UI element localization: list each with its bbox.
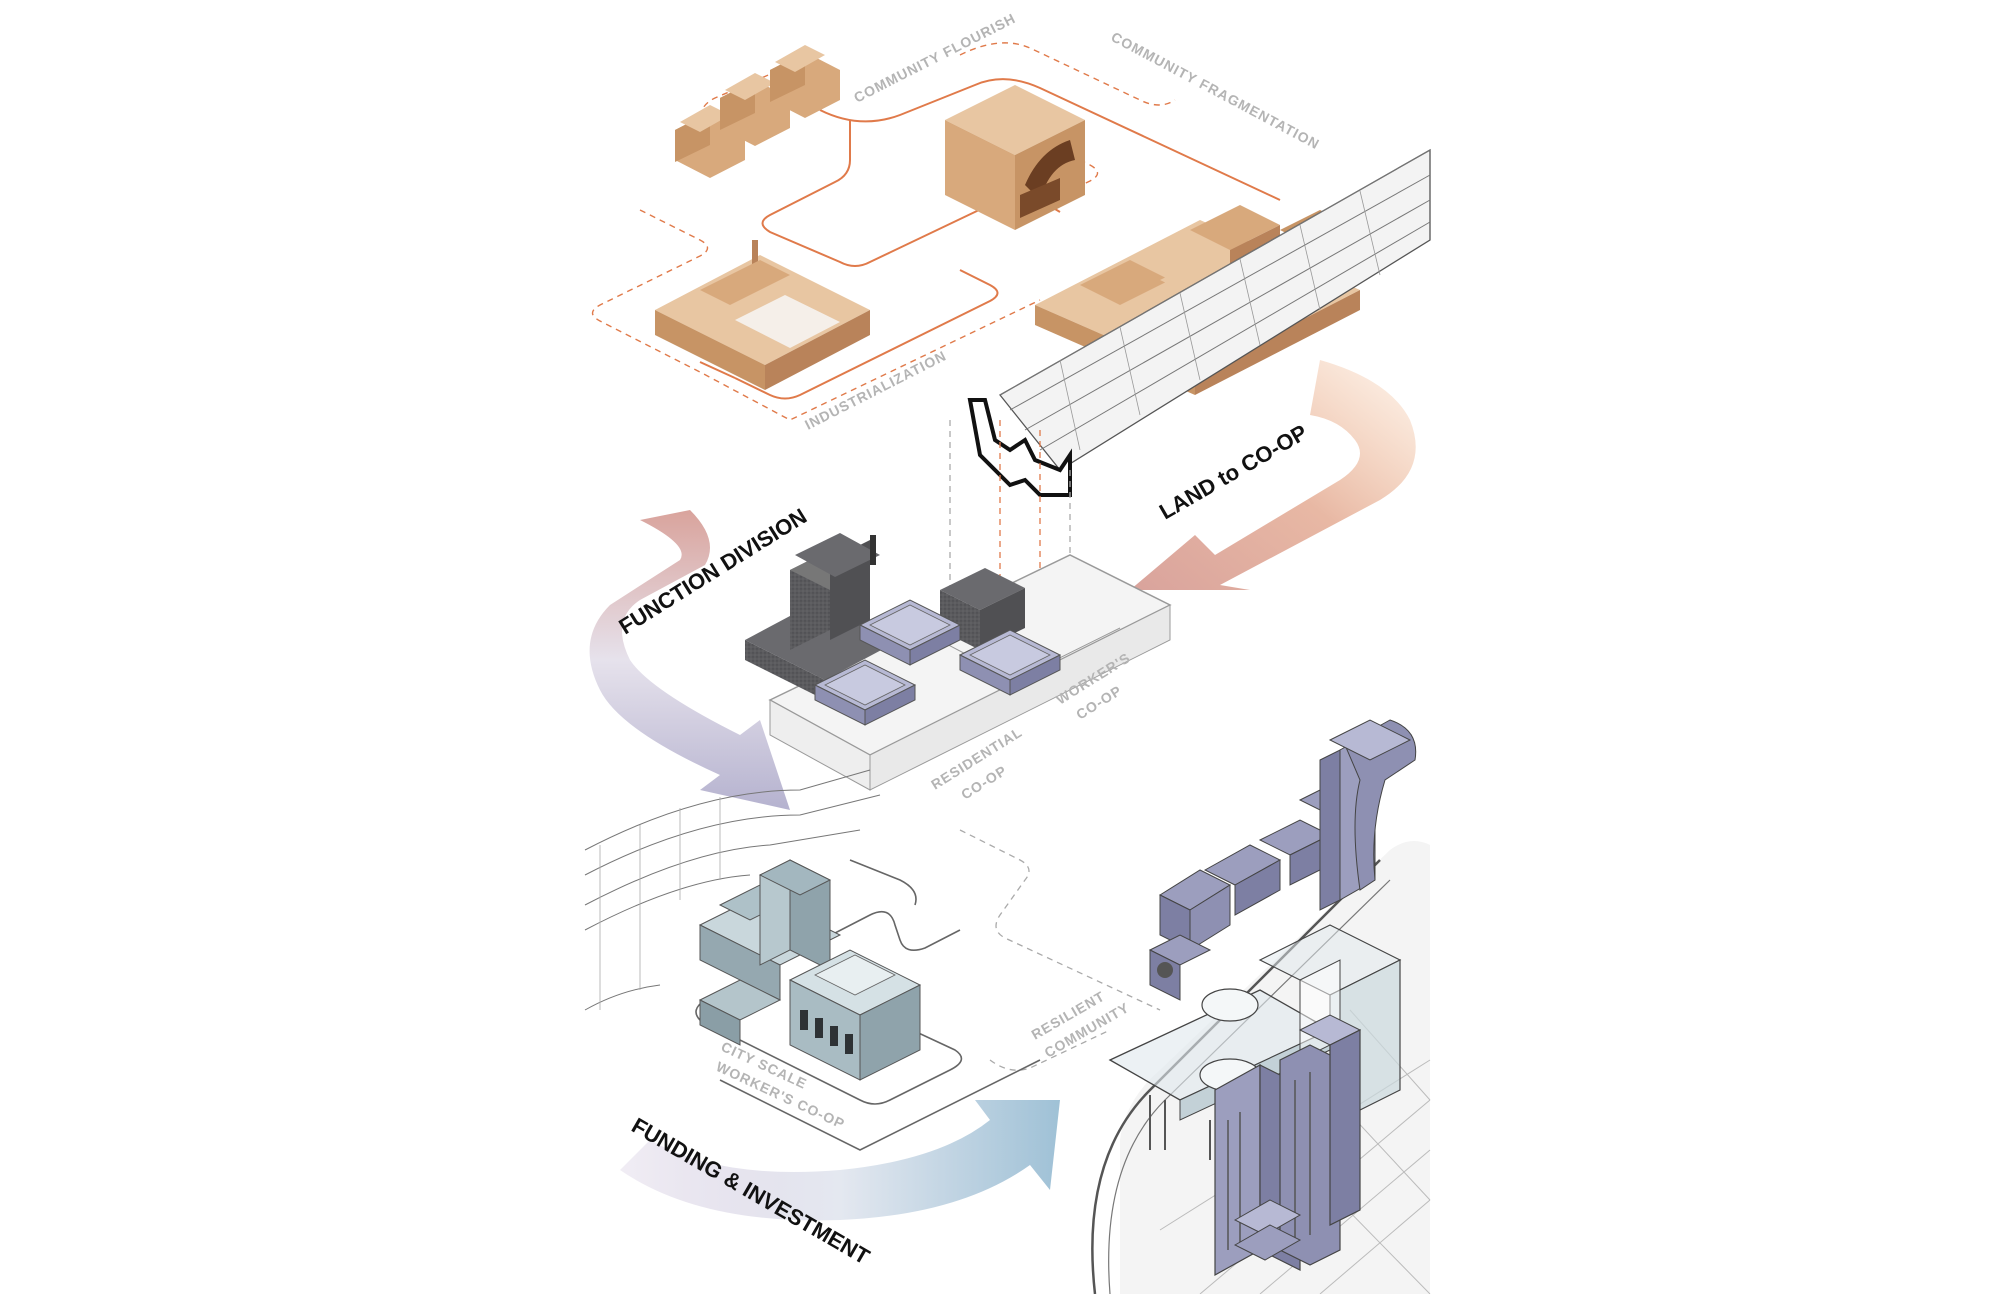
arrow-function-division: [589, 510, 790, 810]
viaduct-left: [584, 769, 881, 1011]
arrow-funding-investment: [620, 1100, 1060, 1221]
community-flourish-label: COMMUNITY FLOURISH: [851, 10, 1018, 106]
ice-blue-building: [698, 859, 922, 1081]
process-lines-top: [591, 42, 1281, 421]
land-to-coop-label: LAND to CO-OP: [1155, 420, 1311, 525]
resilient-megastructure: [1108, 719, 1417, 1277]
community-fragmentation-label: COMMUNITY FRAGMENTATION: [1109, 29, 1323, 153]
timber-cube: [945, 85, 1085, 230]
city-scale-outline: [695, 859, 1041, 1151]
lavender-units: [813, 599, 1062, 726]
industrialization-label: INDUSTRIALIZATION: [802, 347, 949, 432]
timber-houses: [675, 45, 840, 178]
arrow-land-to-coop: [1130, 360, 1416, 590]
dark-factory: [745, 533, 1025, 700]
function-division-label: FUNCTION DIVISION: [614, 503, 811, 639]
timber-factory: [655, 240, 870, 390]
